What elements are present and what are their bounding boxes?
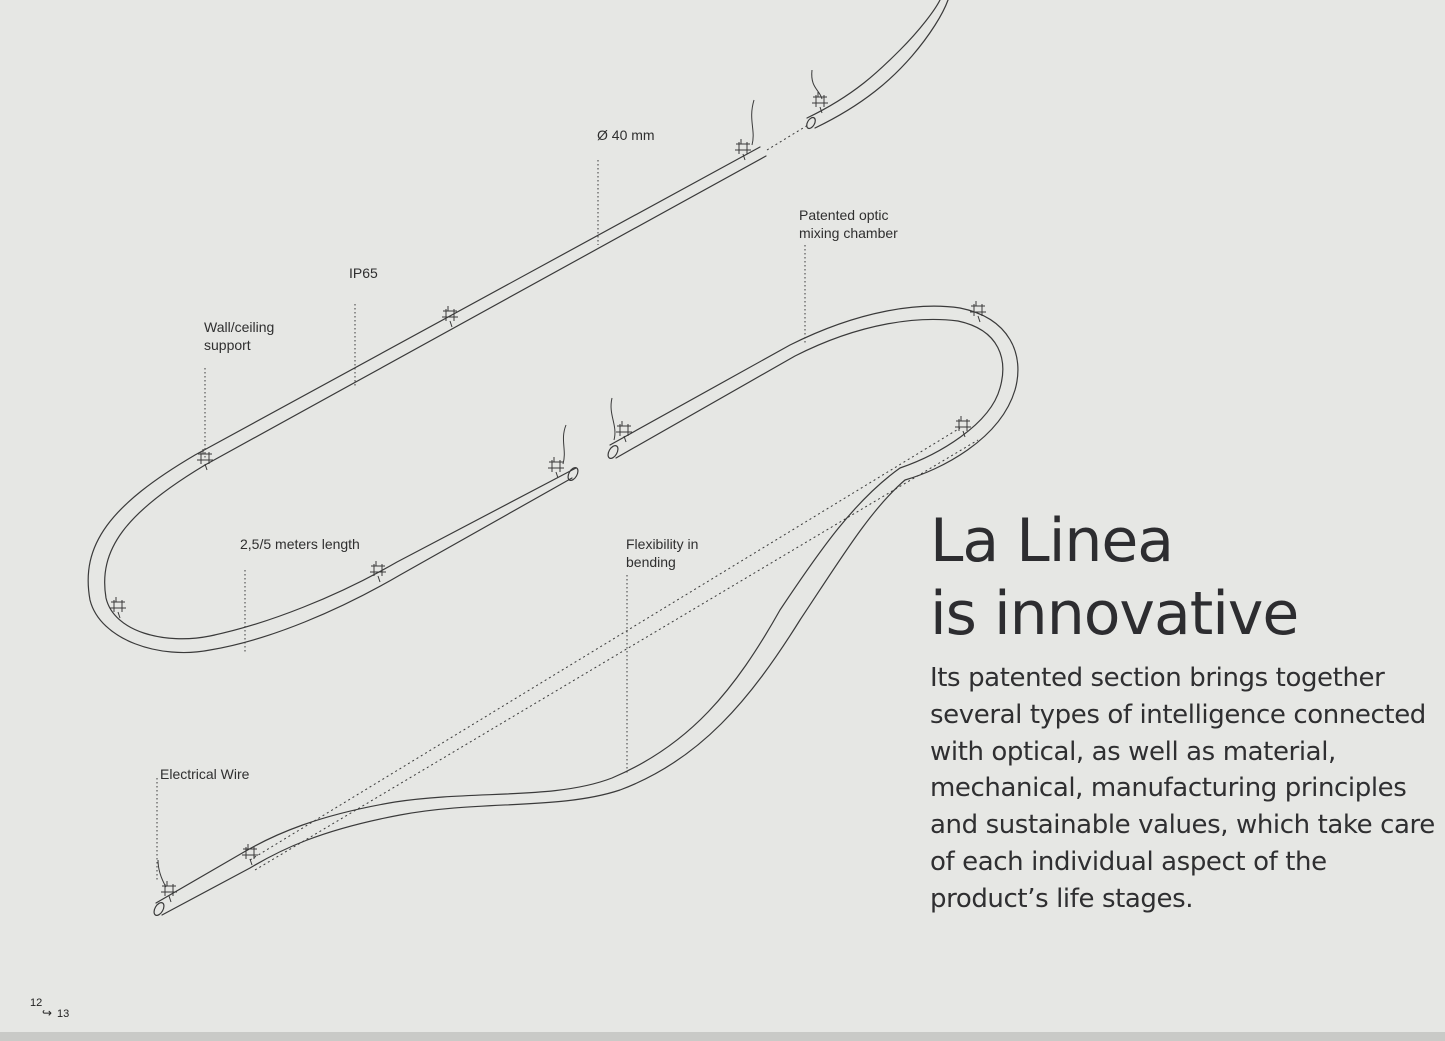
label-ip-rating: IP65 xyxy=(349,265,378,281)
label-support: Wall/ceiling support xyxy=(204,319,275,353)
title-line-1: La Linea xyxy=(930,506,1174,576)
label-flexibility: Flexibility in bending xyxy=(626,536,699,570)
leader-lines xyxy=(156,160,806,880)
body-text: Its patented section brings together sev… xyxy=(930,663,1435,914)
tube-loop-middle xyxy=(153,305,1019,916)
label-electrical-wire: Electrical Wire xyxy=(160,766,250,782)
dotted-gap-top xyxy=(766,124,809,151)
label-length: 2,5/5 meters length xyxy=(240,536,360,552)
bottom-bar xyxy=(0,1032,1445,1041)
page-number-left: 12 xyxy=(30,997,43,1009)
page-number-right: 13 xyxy=(57,1008,70,1020)
page-title: La Linea is innovative xyxy=(930,505,1299,651)
tube-loop-upper xyxy=(87,0,949,654)
dotted-wire-lines xyxy=(249,427,979,871)
label-diameter: Ø 40 mm xyxy=(597,127,655,143)
label-optic-chamber: Patented optic mixing chamber xyxy=(799,207,898,241)
wire-wisps xyxy=(157,69,823,888)
page-arrow-icon: ↪ xyxy=(42,1006,53,1020)
title-line-2: is innovative xyxy=(930,579,1299,649)
